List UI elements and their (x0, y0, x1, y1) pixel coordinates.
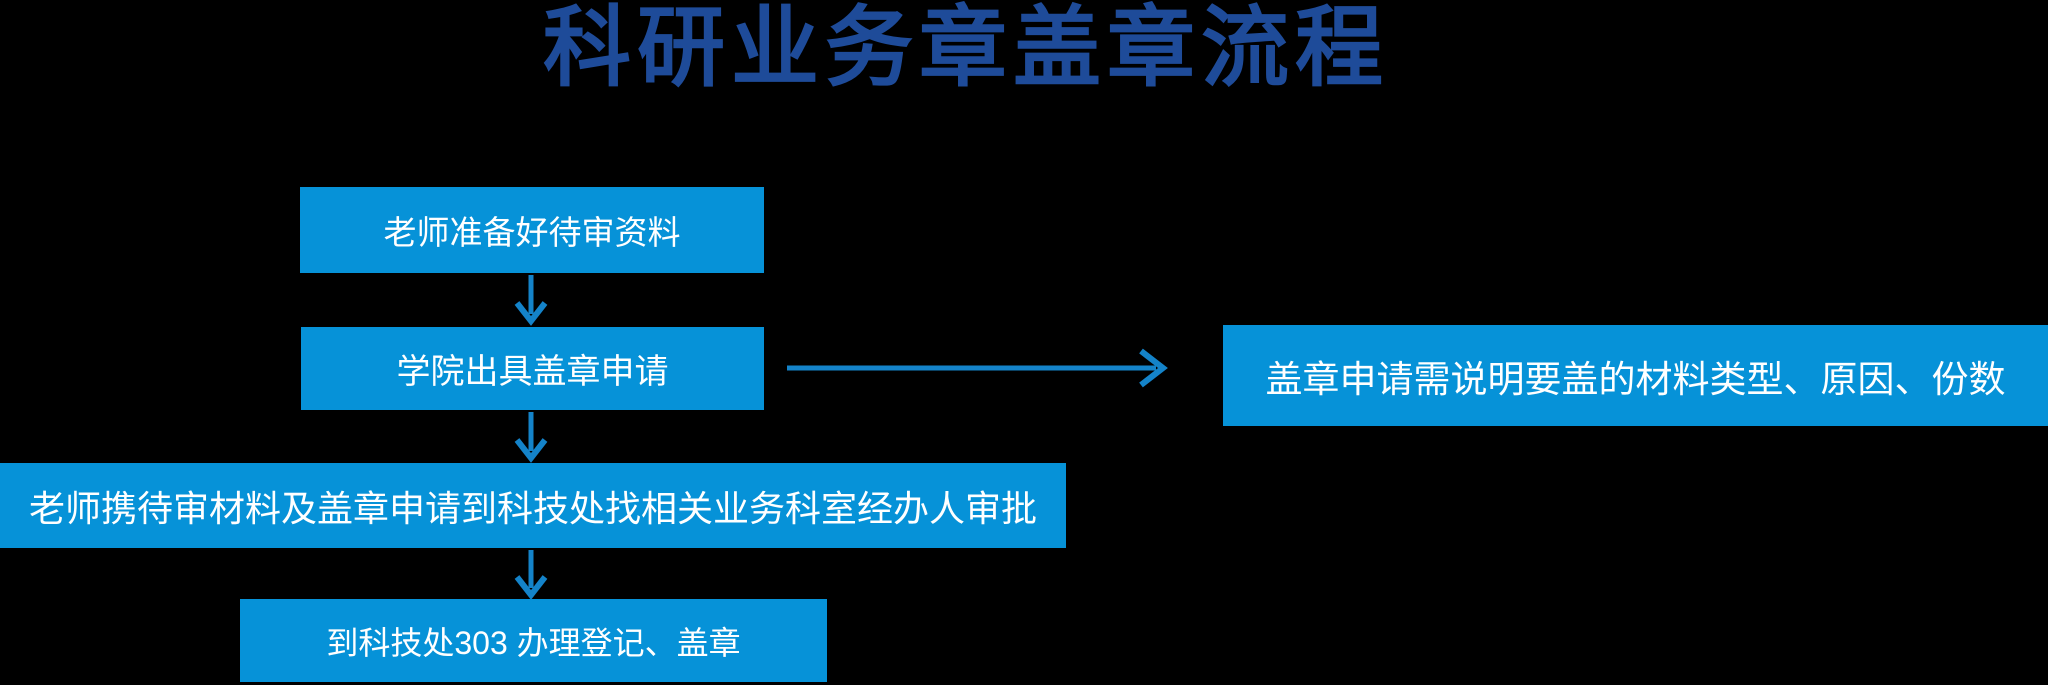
flow-step-4-label: 到科技处303 办理登记、盖章 (326, 624, 741, 661)
page-title: 科研业务章盖章流程 (542, 1, 1389, 98)
flow-note-stamp-requirements: 盖章申请需说明要盖的材料类型、原因、份数 (1223, 325, 2048, 426)
flow-step-3: 老师携待审材料及盖章申请到科技处找相关业务科室经办人审批 (0, 463, 1066, 548)
flow-step-4: 到科技处303 办理登记、盖章 (240, 599, 827, 682)
flow-step-2: 学院出具盖章申请 (301, 327, 764, 410)
flow-note-label: 盖章申请需说明要盖的材料类型、原因、份数 (1265, 358, 2006, 400)
arrow-down-icon (514, 412, 548, 463)
arrow-right-icon (787, 348, 1168, 388)
flow-step-1: 老师准备好待审资料 (300, 187, 764, 273)
flow-step-1-label: 老师准备好待审资料 (383, 214, 681, 251)
flow-step-2-label: 学院出具盖章申请 (396, 353, 669, 391)
arrow-down-icon (514, 550, 548, 600)
flow-step-3-label: 老师携待审材料及盖章申请到科技处找相关业务科室经办人审批 (28, 487, 1037, 529)
arrow-down-icon (514, 275, 548, 326)
